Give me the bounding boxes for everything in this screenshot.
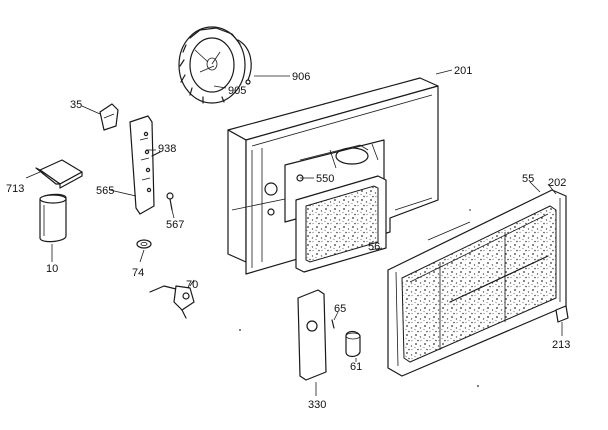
label-70: 70 — [186, 279, 198, 291]
label-202: 202 — [548, 177, 566, 189]
label-35: 35 — [70, 99, 82, 111]
tab-213 — [555, 305, 569, 323]
label-55: 55 — [522, 173, 534, 185]
scan-specks — [239, 209, 479, 387]
part-labels: 201 906 905 35 938 550 713 565 567 10 74… — [6, 65, 570, 411]
label-550: 550 — [316, 173, 334, 185]
screw-938 — [151, 151, 161, 157]
control-panel-strip — [297, 289, 327, 381]
thermostat — [149, 285, 195, 319]
label-330: 330 — [308, 399, 326, 411]
label-213: 213 — [552, 339, 570, 351]
label-938: 938 — [158, 143, 176, 155]
front-grille-panel — [387, 189, 567, 377]
screw-567 — [166, 192, 174, 211]
capacitor — [39, 193, 67, 243]
label-10: 10 — [46, 263, 58, 275]
label-905: 905 — [228, 85, 246, 97]
fan-wheel — [178, 26, 246, 104]
label-906: 906 — [292, 71, 310, 83]
label-201: 201 — [454, 65, 472, 77]
label-567: 567 — [166, 219, 184, 231]
leader-lines — [25, 69, 563, 396]
label-65: 65 — [334, 303, 346, 315]
mounting-strip — [129, 115, 155, 215]
label-713: 713 — [6, 183, 24, 195]
label-565: 565 — [96, 185, 114, 197]
bracket-35 — [99, 103, 119, 131]
label-61: 61 — [350, 361, 362, 373]
label-74: 74 — [132, 267, 144, 279]
control-knob — [345, 330, 361, 358]
retaining-clip — [237, 39, 252, 85]
grommet-74 — [136, 239, 152, 249]
pin-65 — [331, 319, 335, 329]
bracket-713 — [35, 159, 83, 189]
label-56: 56 — [368, 241, 380, 253]
filter-screen — [295, 175, 387, 273]
